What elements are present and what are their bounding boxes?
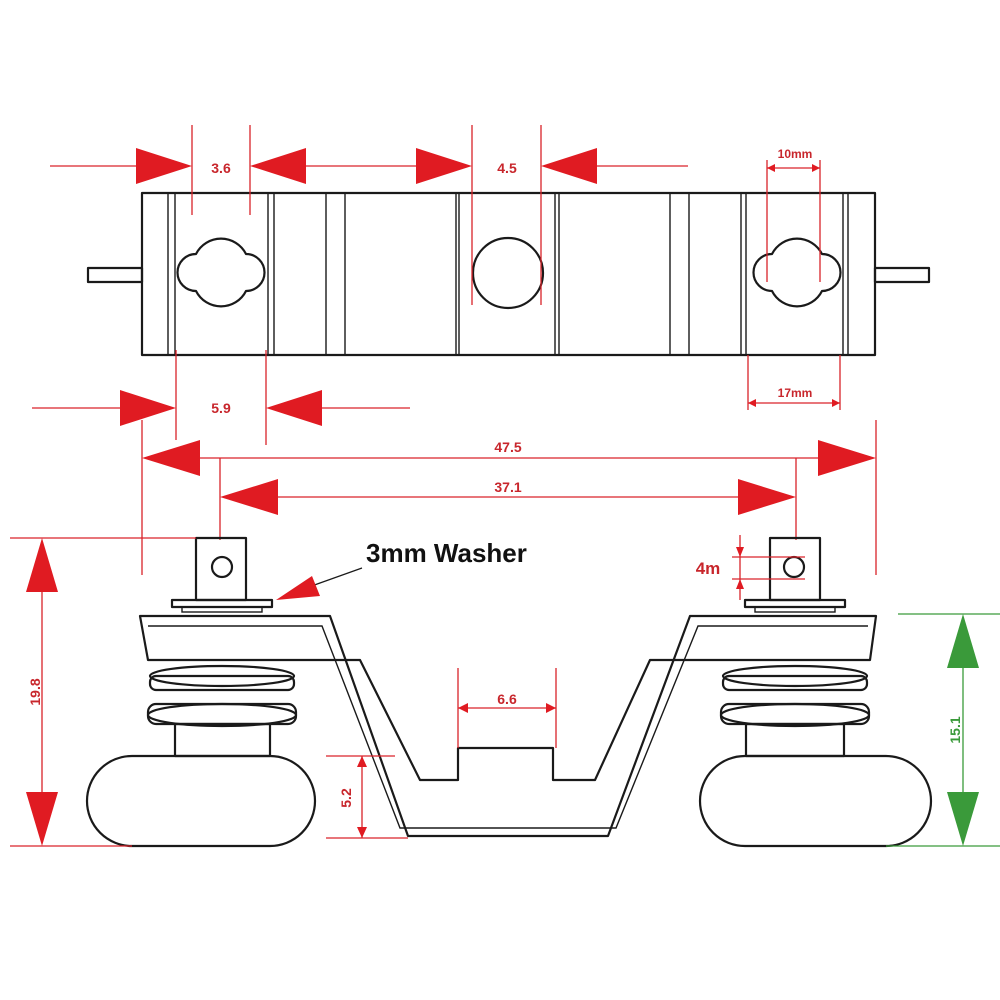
right-washer — [743, 598, 847, 609]
dim-47-5: 47.5 — [141, 420, 877, 575]
label-4-5: 4.5 — [497, 160, 517, 176]
body-segments — [167, 193, 849, 355]
right-keyhole — [752, 237, 842, 308]
dim-6-6: 6.6 — [457, 668, 557, 748]
left-stack — [85, 664, 317, 848]
label-37-1: 37.1 — [494, 479, 521, 495]
left-washer — [170, 598, 274, 609]
label-10mm: 10mm — [778, 147, 813, 161]
label-6-6: 6.6 — [497, 691, 517, 707]
right-terminal-tab — [768, 536, 822, 602]
dim-4m: 4m — [696, 535, 805, 600]
right-stack — [698, 664, 933, 848]
label-5-9: 5.9 — [211, 400, 231, 416]
label-4m: 4m — [696, 559, 721, 578]
left-pin — [86, 266, 144, 284]
top-view — [86, 191, 931, 357]
left-keyhole — [176, 237, 266, 308]
washer-callout: 3mm Washer — [276, 538, 527, 600]
dim-37-1: 37.1 — [219, 458, 797, 540]
left-terminal-hole — [210, 555, 234, 579]
bracket-outer — [138, 614, 878, 838]
dim-3-6: 3.6 — [50, 125, 418, 215]
dim-5-2: 5.2 — [326, 755, 408, 839]
dim-10mm: 10mm — [766, 147, 821, 282]
left-knob — [85, 754, 317, 848]
dim-15-1: 15.1 — [886, 613, 1000, 847]
center-hole — [471, 236, 545, 310]
label-5-2: 5.2 — [338, 788, 354, 808]
label-17mm: 17mm — [778, 386, 813, 400]
label-47-5: 47.5 — [494, 439, 521, 455]
washer-label: 3mm Washer — [366, 538, 527, 568]
bracket-inner — [148, 625, 868, 829]
right-terminal-hole — [782, 555, 806, 579]
label-3-6: 3.6 — [211, 160, 231, 176]
label-19-8: 19.8 — [27, 678, 43, 705]
right-pin — [873, 266, 931, 284]
dim-4-5: 4.5 — [416, 125, 688, 305]
dim-19-8: 19.8 — [10, 537, 196, 847]
label-15-1: 15.1 — [947, 716, 963, 743]
dim-5-9: 5.9 — [32, 350, 410, 445]
top-body — [140, 191, 877, 357]
right-knob — [698, 754, 933, 848]
dim-17mm: 17mm — [747, 355, 841, 410]
left-terminal-tab — [194, 536, 248, 602]
